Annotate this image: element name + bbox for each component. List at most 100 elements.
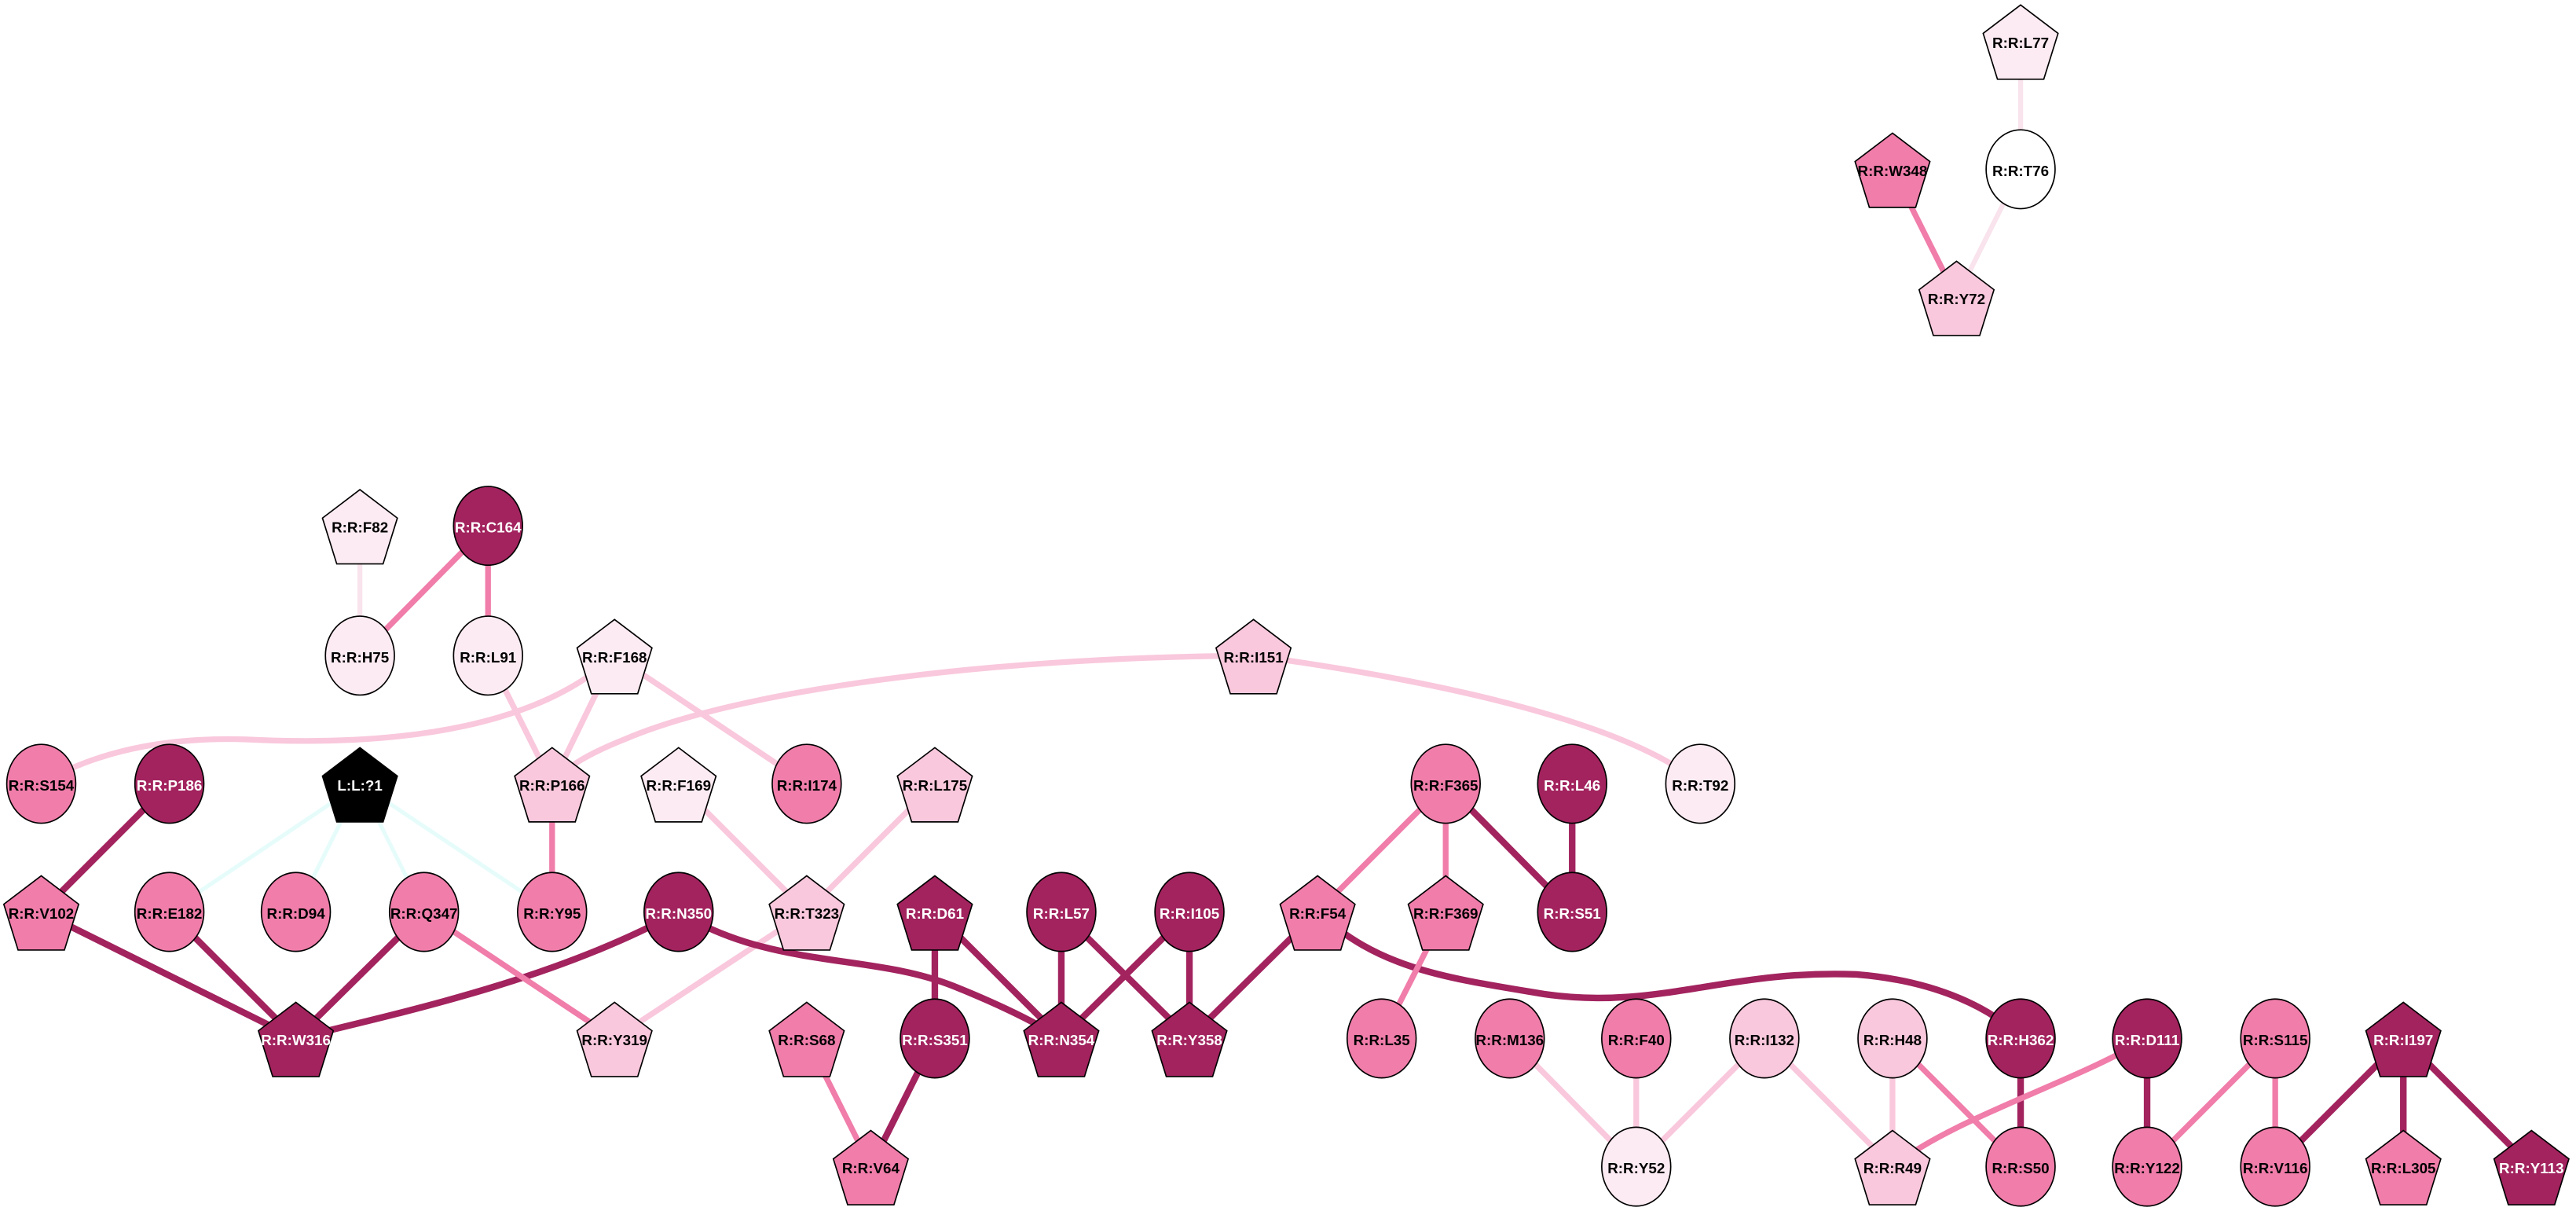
circle-shape — [1410, 743, 1481, 824]
node-i132[interactable]: R:R:I132 — [1729, 998, 1800, 1079]
node-label: R:R:S68 — [778, 1032, 835, 1048]
node-h362[interactable]: R:R:H362 — [1985, 998, 2056, 1079]
node-h75[interactable]: R:R:H75 — [324, 615, 395, 696]
node-c164[interactable]: R:R:C164 — [453, 486, 523, 567]
node-f168[interactable]: R:R:F168 — [576, 618, 653, 695]
node-y113[interactable]: R:R:Y113 — [2493, 1129, 2570, 1205]
node-e182[interactable]: R:R:E182 — [134, 872, 205, 952]
node-label: R:R:H48 — [1863, 1032, 1922, 1048]
circle-shape — [5, 743, 77, 824]
node-p166[interactable]: R:R:P166 — [514, 747, 591, 823]
node-s115[interactable]: R:R:S115 — [2240, 998, 2310, 1079]
node-label: R:R:L305 — [2371, 1160, 2436, 1176]
node-y122[interactable]: R:R:Y122 — [2112, 1126, 2182, 1207]
node-y72[interactable]: R:R:Y72 — [1918, 260, 1995, 336]
circle-shape — [1985, 129, 2056, 210]
node-label: R:R:Y319 — [581, 1032, 647, 1048]
node-label: R:R:Y95 — [523, 905, 581, 922]
node-w316[interactable]: R:R:W316 — [257, 1001, 335, 1077]
node-d94[interactable]: R:R:D94 — [260, 872, 332, 952]
node-l35[interactable]: R:R:L35 — [1346, 998, 1417, 1079]
node-i174[interactable]: R:R:I174 — [771, 743, 842, 824]
pentagon-shape — [1918, 260, 1995, 336]
node-s68[interactable]: R:R:S68 — [768, 1001, 845, 1077]
pentagon-shape — [2365, 1001, 2442, 1077]
node-m136[interactable]: R:R:M136 — [1475, 998, 1545, 1079]
node-l175[interactable]: R:R:L175 — [896, 747, 973, 823]
pentagon-shape — [576, 618, 653, 695]
node-v64[interactable]: R:R:V64 — [832, 1129, 910, 1205]
pentagon-shape — [2493, 1129, 2570, 1205]
node-d111[interactable]: R:R:D111 — [2112, 998, 2182, 1079]
node-label: R:R:I174 — [777, 777, 837, 794]
node-l77[interactable]: R:R:L77 — [1982, 4, 2059, 80]
node-lig[interactable]: L:L:?1 — [321, 747, 398, 823]
edge-i151-t92 — [1253, 652, 1702, 787]
node-w348[interactable]: R:R:W348 — [1854, 132, 1931, 208]
circle-shape — [388, 872, 460, 952]
circle-shape — [1026, 872, 1097, 952]
circle-shape — [900, 998, 970, 1079]
node-n354[interactable]: R:R:N354 — [1023, 1001, 1100, 1077]
node-v116[interactable]: R:R:V116 — [2240, 1126, 2310, 1207]
node-label: L:L:?1 — [337, 777, 382, 794]
node-label: R:R:T323 — [775, 905, 840, 922]
node-f365[interactable]: R:R:F365 — [1410, 743, 1481, 824]
node-label: R:R:W348 — [1858, 163, 1928, 179]
node-f54[interactable]: R:R:F54 — [1279, 875, 1356, 951]
node-p186[interactable]: R:R:P186 — [134, 743, 205, 824]
node-t323[interactable]: R:R:T323 — [768, 875, 845, 951]
edge-lig-e182 — [168, 782, 361, 914]
pentagon-shape — [321, 747, 398, 823]
node-y52[interactable]: R:R:Y52 — [1601, 1126, 1672, 1207]
node-label: R:R:I132 — [1735, 1032, 1794, 1048]
node-label: R:R:Q347 — [390, 905, 458, 922]
node-label: R:R:L77 — [1992, 35, 2049, 51]
node-s351[interactable]: R:R:S351 — [900, 998, 970, 1079]
node-y358[interactable]: R:R:Y358 — [1151, 1001, 1228, 1077]
node-s154[interactable]: R:R:S154 — [5, 743, 77, 824]
node-h48[interactable]: R:R:H48 — [1857, 998, 1928, 1079]
node-l305[interactable]: R:R:L305 — [2365, 1129, 2442, 1205]
node-r49[interactable]: R:R:R49 — [1854, 1129, 1931, 1205]
node-y95[interactable]: R:R:Y95 — [517, 872, 588, 952]
node-label: R:R:W316 — [261, 1032, 331, 1048]
node-f40[interactable]: R:R:F40 — [1601, 998, 1672, 1079]
edges-layer — [38, 41, 2534, 1169]
node-t76[interactable]: R:R:T76 — [1985, 129, 2056, 210]
pentagon-shape — [1215, 618, 1292, 695]
node-d61[interactable]: R:R:D61 — [896, 875, 973, 951]
circle-shape — [1985, 998, 2056, 1079]
node-n350[interactable]: R:R:N350 — [643, 872, 714, 952]
node-t92[interactable]: R:R:T92 — [1665, 743, 1736, 824]
node-l91[interactable]: R:R:L91 — [453, 615, 523, 696]
pentagon-shape — [1854, 1129, 1931, 1205]
node-i151[interactable]: R:R:I151 — [1215, 618, 1292, 695]
edge-n350-w316 — [295, 908, 680, 1042]
circle-shape — [517, 872, 588, 952]
pentagon-shape — [257, 1001, 335, 1077]
node-y319[interactable]: R:R:Y319 — [576, 1001, 653, 1077]
circle-shape — [324, 615, 395, 696]
node-f82[interactable]: R:R:F82 — [321, 489, 398, 565]
node-i105[interactable]: R:R:I105 — [1154, 872, 1225, 952]
circle-shape — [260, 872, 332, 952]
node-label: R:R:Y52 — [1607, 1160, 1665, 1176]
edge-d111-r49 — [1890, 1036, 2149, 1169]
node-q347[interactable]: R:R:Q347 — [388, 872, 460, 952]
node-v102[interactable]: R:R:V102 — [2, 875, 80, 951]
node-s50[interactable]: R:R:S50 — [1985, 1126, 2056, 1207]
pentagon-shape — [2365, 1129, 2442, 1205]
node-f369[interactable]: R:R:F369 — [1407, 875, 1484, 951]
node-f169[interactable]: R:R:F169 — [640, 747, 717, 823]
node-label: R:R:S115 — [2243, 1032, 2308, 1048]
node-i197[interactable]: R:R:I197 — [2365, 1001, 2442, 1077]
circle-shape — [1537, 872, 1607, 952]
node-s51[interactable]: R:R:S51 — [1537, 872, 1607, 952]
node-l46[interactable]: R:R:L46 — [1537, 743, 1607, 824]
pentagon-shape — [896, 747, 973, 823]
circle-shape — [1346, 998, 1417, 1079]
pentagon-shape — [2, 875, 80, 951]
node-l57[interactable]: R:R:L57 — [1026, 872, 1097, 952]
